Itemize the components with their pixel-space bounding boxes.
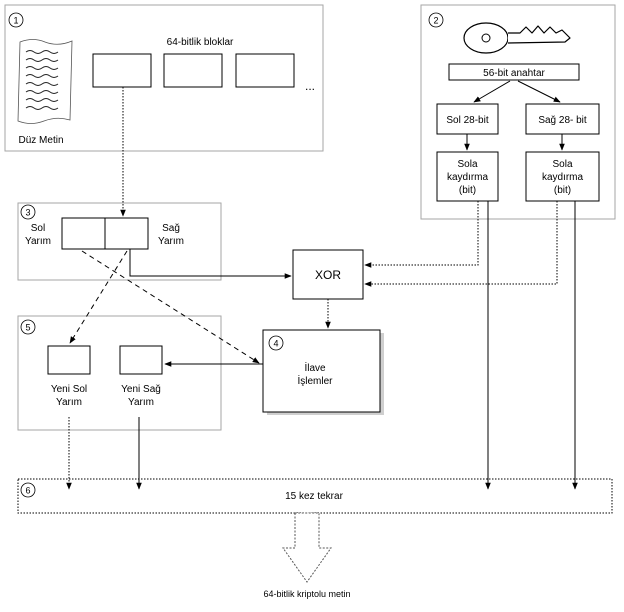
left-half-to-extra-ops-arrow (81, 250, 260, 364)
left-half-line-1: Sol (31, 223, 45, 234)
extra-ops-line-2: İşlemler (297, 374, 333, 387)
right-half-line-2: Yarım (158, 236, 184, 247)
xor-box (292, 249, 364, 300)
right-shift-line-3: (bit) (554, 185, 571, 196)
new-right-line-2: Yarım (128, 397, 154, 408)
block-2 (163, 53, 223, 88)
section-4-box: 4 (262, 329, 384, 415)
output-arrow (282, 512, 332, 583)
key-to-right-arrow (517, 80, 561, 103)
right-half-to-xor-arrow (129, 249, 292, 279)
new-left-line-1: Yeni Sol (51, 384, 87, 395)
blocks-ellipsis: ... (305, 79, 315, 93)
repeat-label: 15 kez tekrar (285, 491, 343, 502)
section-2-frame: 2 (420, 4, 616, 220)
key-to-left-arrow (473, 80, 511, 103)
xor-label: XOR (315, 268, 341, 282)
new-left-line-2: Yarım (56, 397, 82, 408)
new-left-box (47, 345, 91, 375)
right-shift-line-2: kaydırma (542, 172, 584, 183)
left-shift-line-1: Sola (457, 159, 477, 170)
left-shift-to-xor-arrow (364, 201, 479, 268)
step-1-number: 1 (13, 16, 18, 26)
left-half-line-2: Yarım (25, 236, 51, 247)
blocks-label: 64-bitlik bloklar (167, 37, 234, 48)
right-28bit-label: Sağ 28- bit (538, 115, 587, 126)
extra-ops-line-1: İlave (304, 361, 326, 374)
step-4-badge (268, 335, 284, 351)
right-28bit-box (525, 103, 600, 135)
section-1-frame: 1 (4, 4, 324, 152)
right-half-to-new-left-arrow (69, 250, 128, 344)
document-icon (17, 39, 73, 124)
step-5-badge (20, 319, 36, 335)
block-3 (235, 53, 295, 88)
left-28bit-box (436, 103, 499, 135)
step-1-badge (8, 12, 24, 28)
left-shift-line-3: (bit) (459, 185, 476, 196)
key-icon (463, 22, 571, 54)
right-half-line-1: Sağ (162, 223, 180, 234)
step-5-number: 5 (25, 323, 30, 333)
plaintext-label: Düz Metin (18, 135, 63, 146)
section-3-frame: 3 (17, 202, 222, 281)
right-shift-box (525, 151, 600, 202)
block-1 (92, 53, 152, 88)
step-2-number: 2 (433, 16, 438, 26)
section-5-frame: 5 (17, 315, 222, 431)
step-6-badge (20, 482, 36, 498)
new-right-box (119, 345, 163, 375)
step-3-number: 3 (25, 208, 30, 218)
key-56bit-box (448, 63, 580, 81)
step-6-number: 6 (25, 486, 30, 496)
step-4-number: 4 (273, 339, 278, 349)
left-shift-box (436, 151, 499, 202)
new-right-line-1: Yeni Sağ (121, 384, 161, 395)
key-56bit-label: 56-bit anahtar (483, 68, 545, 79)
left-28bit-label: Sol 28-bit (446, 115, 488, 126)
left-shift-line-2: kaydırma (447, 172, 489, 183)
output-label: 64-bitlik kriptolu metin (263, 589, 350, 599)
right-shift-line-1: Sola (552, 159, 572, 170)
step-2-badge (428, 12, 444, 28)
section-6-bar: 6 (17, 478, 613, 514)
step-3-badge (20, 204, 36, 220)
right-shift-to-xor-arrow (364, 201, 558, 287)
